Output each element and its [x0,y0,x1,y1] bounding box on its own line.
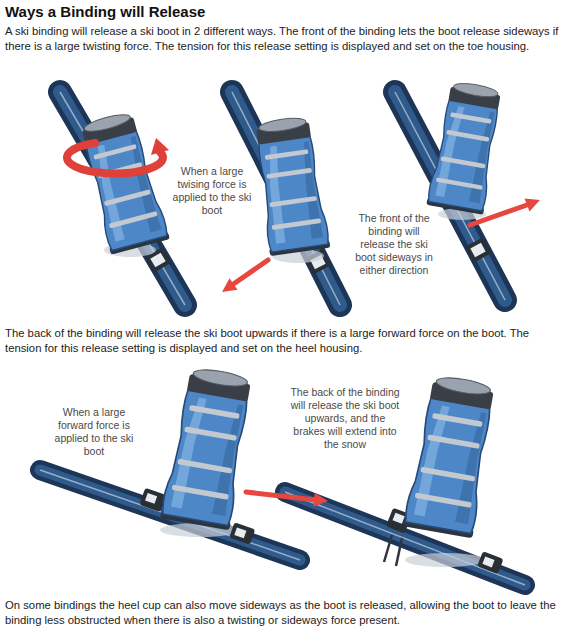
ski-brake [384,535,402,566]
ski-boot [252,115,331,256]
heel-piece [139,488,166,512]
boot-shadow [405,553,485,567]
ski-boot [403,373,499,538]
twist-arrow [67,138,169,174]
callout-note: The front of the binding will release th… [350,212,438,277]
callout-note: When a large forward force is applied to… [52,406,136,458]
toe-piece [477,551,503,574]
intro-paragraph: A ski binding will release a ski boot in… [5,24,563,54]
ski [60,92,185,305]
ski-boot [76,110,169,255]
toe-piece [229,522,255,544]
ski-boot [160,365,256,530]
release-arrow [470,199,540,225]
footer-paragraph: On some bindings the heel cup can also m… [5,598,563,628]
body-paragraph: The back of the binding will release the… [5,326,563,356]
ski-boot [426,80,505,215]
callout-note: When a large twising force is applied to… [172,165,252,217]
callout-note: The back of the binding will release the… [288,386,402,451]
ski [285,492,525,585]
forward-force-arrow [246,492,328,507]
toe-piece [465,237,491,262]
diagram-title: Ways a Binding will Release [5,3,205,20]
release-arrow [222,260,268,292]
